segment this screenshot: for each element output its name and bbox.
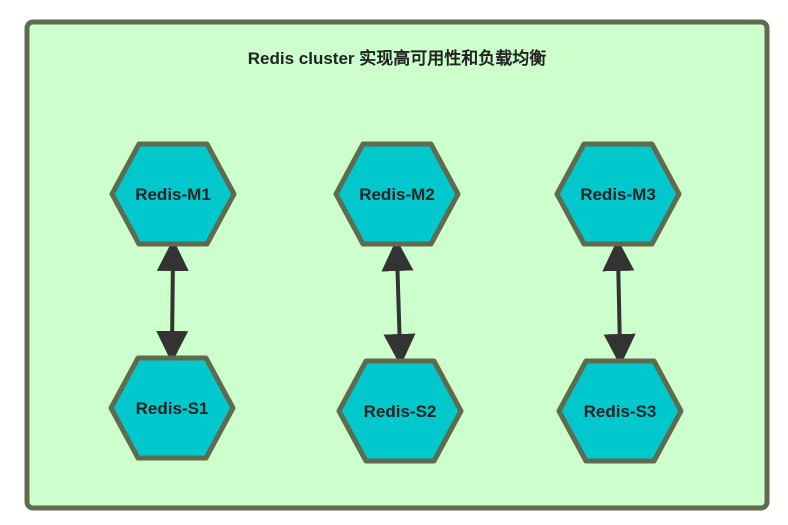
master-node-2: Redis-M2: [333, 141, 461, 247]
master-node-3-shape: [554, 141, 682, 247]
slave-node-1-shape: [108, 355, 236, 461]
replication-arrow-2: [381, 239, 416, 366]
master-node-1: Redis-M1: [109, 141, 237, 247]
master-node-1-label: Redis-M1: [135, 185, 211, 204]
slave-node-2: Redis-S2: [336, 358, 464, 464]
replication-arrow-1: [156, 239, 189, 363]
slave-node-3-label: Redis-S3: [584, 402, 657, 421]
diagram-title: Redis cluster 实现高可用性和负载均衡: [248, 48, 547, 68]
slave-node-1: Redis-S1: [108, 355, 236, 461]
replication-arrow-3: [602, 239, 636, 366]
master-node-3-label: Redis-M3: [580, 185, 656, 204]
master-node-2-shape: [333, 141, 461, 247]
slave-node-2-label: Redis-S2: [364, 402, 437, 421]
master-node-3: Redis-M3: [554, 141, 682, 247]
slave-node-1-label: Redis-S1: [136, 399, 209, 418]
slave-node-3-shape: [556, 358, 684, 464]
slave-node-2-shape: [336, 358, 464, 464]
slave-node-3: Redis-S3: [556, 358, 684, 464]
master-node-1-shape: [109, 141, 237, 247]
master-node-2-label: Redis-M2: [359, 185, 435, 204]
